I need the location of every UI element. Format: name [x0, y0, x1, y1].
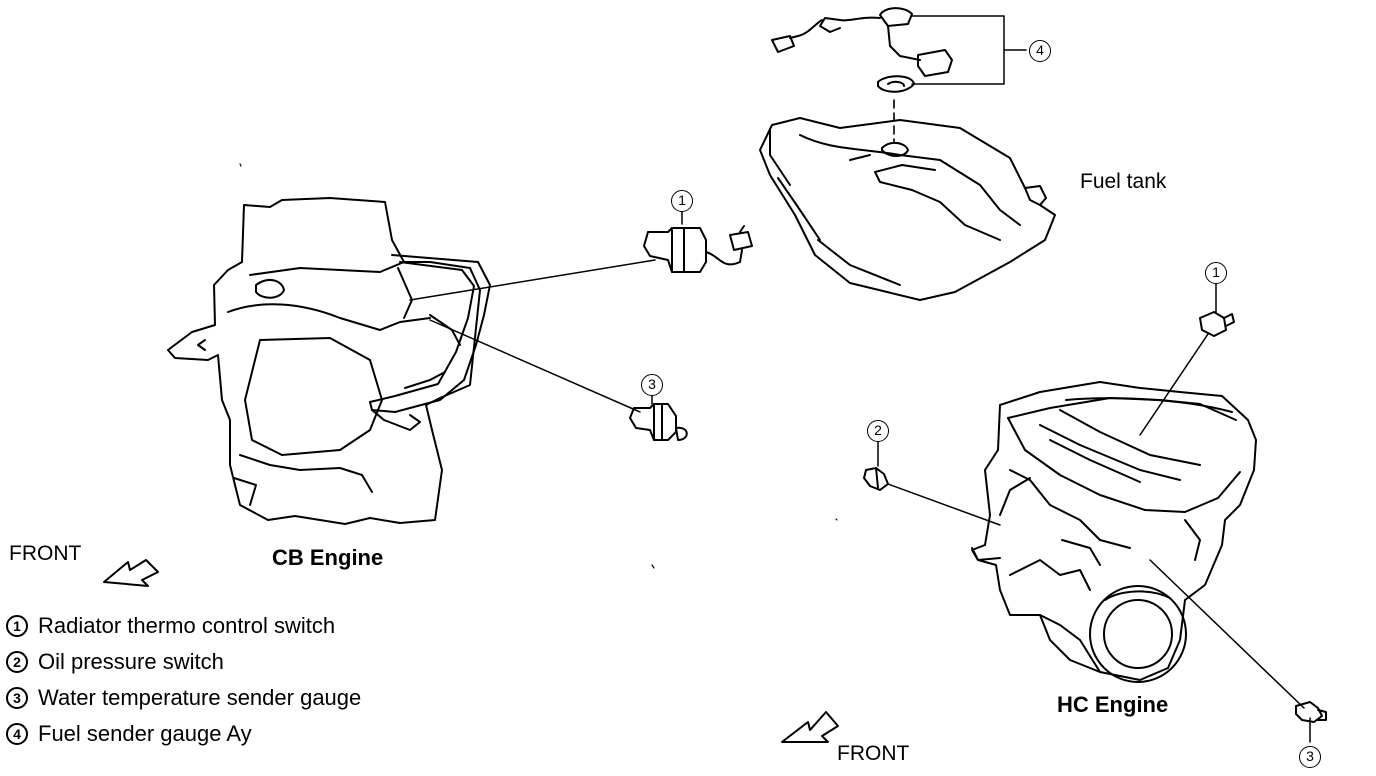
fuel-tank-label: Fuel tank — [1080, 170, 1167, 193]
hc-water-temp-gauge-part — [1295, 701, 1327, 723]
scan-marks — [239, 163, 838, 569]
hc-engine-label: HC Engine — [1057, 692, 1169, 717]
legend-number: 4 — [6, 723, 28, 745]
hc-oil-pressure-switch-part — [863, 467, 889, 491]
cb-leader-lines — [409, 211, 683, 413]
hc-radiator-thermo-switch-part — [1199, 311, 1235, 337]
parts-legend: 1 Radiator thermo control switch 2 Oil p… — [6, 608, 361, 752]
legend-text: Radiator thermo control switch — [38, 613, 336, 638]
callout-hc-oil-switch: 2 — [867, 420, 889, 442]
front-label-left: FRONT — [9, 542, 82, 565]
legend-text: Fuel sender gauge Ay — [38, 721, 252, 746]
front-arrow-left — [103, 559, 159, 587]
callout-cb-water-gauge: 3 — [641, 374, 663, 396]
cb-engine-label: CB Engine — [272, 545, 384, 570]
callout-cb-radiator-switch: 1 — [671, 190, 693, 212]
legend-number: 1 — [6, 615, 28, 637]
legend-item: 2 Oil pressure switch — [6, 644, 361, 680]
legend-item: 1 Radiator thermo control switch — [6, 608, 361, 644]
fuel-sender-gauge-part — [771, 7, 1027, 143]
cb-water-temp-gauge-part — [629, 403, 688, 441]
legend-item: 3 Water temperature sender gauge — [6, 680, 361, 716]
front-label-right: FRONT — [837, 742, 910, 765]
callout-fuel-sender: 4 — [1029, 40, 1051, 62]
callout-hc-water-gauge: 3 — [1299, 746, 1321, 768]
legend-number: 2 — [6, 651, 28, 673]
legend-item: 4 Fuel sender gauge Ay — [6, 716, 361, 752]
fuel-tank-drawing — [759, 117, 1056, 301]
legend-text: Oil pressure switch — [38, 649, 224, 674]
hc-engine-drawing — [971, 381, 1257, 683]
legend-number: 3 — [6, 687, 28, 709]
hc-leader-lines — [877, 283, 1311, 743]
legend-text: Water temperature sender gauge — [38, 685, 362, 710]
cb-engine-drawing — [167, 197, 491, 525]
front-arrow-right — [781, 711, 839, 743]
callout-hc-radiator-switch: 1 — [1205, 262, 1227, 284]
cb-radiator-thermo-switch-part — [643, 225, 753, 273]
